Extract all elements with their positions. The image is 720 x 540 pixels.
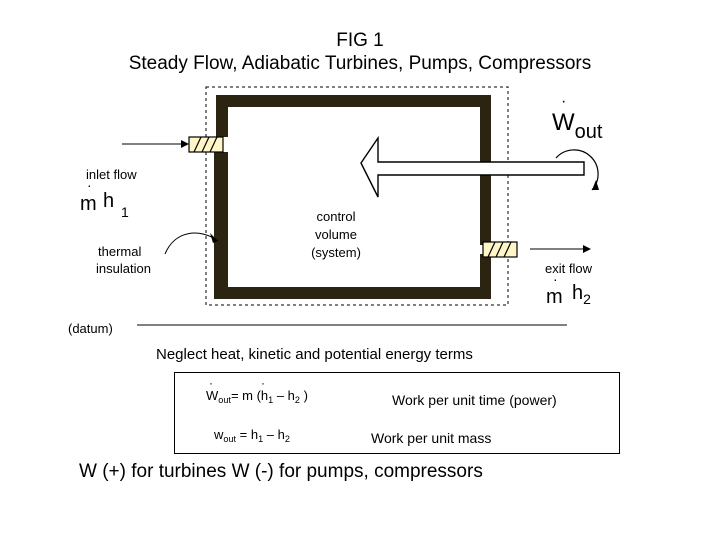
figure-title: Steady Flow, Adiabatic Turbines, Pumps, … [128, 53, 592, 74]
power-minus: – h [273, 388, 295, 403]
control-volume-boundary [205, 86, 509, 306]
insulation-label: insulation [96, 261, 151, 276]
mass-w-sub: out [223, 434, 237, 444]
mass-description: Work per unit mass [371, 430, 492, 446]
exit-m-dot: · [553, 271, 558, 287]
thermal-label: thermal [98, 244, 142, 259]
mass-equation: wout = h1 – h2 [214, 428, 290, 444]
control-volume-label-3: (system) [311, 245, 361, 260]
control-volume-label-1: control [316, 209, 356, 224]
w-out-subscript: out [574, 121, 603, 143]
exit-valve [482, 241, 518, 258]
mass-h2-sub: 2 [284, 434, 290, 444]
mass-h1-sub: 1 [258, 434, 264, 444]
rotation-arc [555, 149, 599, 191]
inlet-flow-arrow [122, 140, 189, 148]
power-description: Work per unit time (power) [392, 392, 557, 408]
power-m-dot: · [261, 376, 265, 390]
power-w-dot: · [209, 376, 213, 390]
shaft-arrow [360, 135, 585, 198]
w-out-dot: · [561, 93, 567, 110]
power-h2-sub: 2 [294, 395, 300, 405]
mass-eq: = h [236, 427, 259, 442]
exit-h-symbol: h [572, 282, 584, 304]
sign-convention: W (+) for turbines W (-) for pumps, comp… [79, 461, 483, 482]
power-close: ) [299, 388, 308, 403]
insulation-pointer [164, 232, 219, 255]
neglect-statement: Neglect heat, kinetic and potential ener… [156, 346, 473, 363]
inlet-flow-label: inlet flow [86, 167, 137, 182]
exit-flow-arrow [530, 245, 591, 253]
power-w-sub: out [218, 395, 231, 405]
power-equation: Wout= m (h1 – h2 ) [206, 389, 308, 405]
mass-w: w [214, 427, 224, 442]
formula-box [174, 372, 620, 454]
inlet-h: h [103, 190, 115, 212]
power-eq: = m (h [230, 388, 269, 403]
inlet-m-dot: · [87, 177, 92, 193]
datum-label: (datum) [68, 321, 113, 336]
power-w: W [206, 388, 219, 403]
w-out-symbol: W [552, 109, 575, 136]
exit-h: h2 [572, 283, 591, 306]
device-walls [214, 95, 491, 299]
exit-h-subscript: 2 [583, 291, 591, 307]
w-out-label: Wout [552, 109, 603, 143]
control-volume-label-2: volume [315, 227, 357, 242]
mass-minus: – h [263, 427, 285, 442]
power-h1-sub: 1 [268, 395, 274, 405]
exit-m: m [546, 286, 563, 308]
inlet-h-subscript: 1 [121, 204, 129, 220]
figure-number: FIG 1 [336, 30, 384, 51]
exit-flow-label: exit flow [545, 261, 592, 276]
inlet-valve [188, 136, 224, 153]
inlet-m: m [80, 193, 97, 215]
rotation-arrowhead [592, 180, 599, 190]
